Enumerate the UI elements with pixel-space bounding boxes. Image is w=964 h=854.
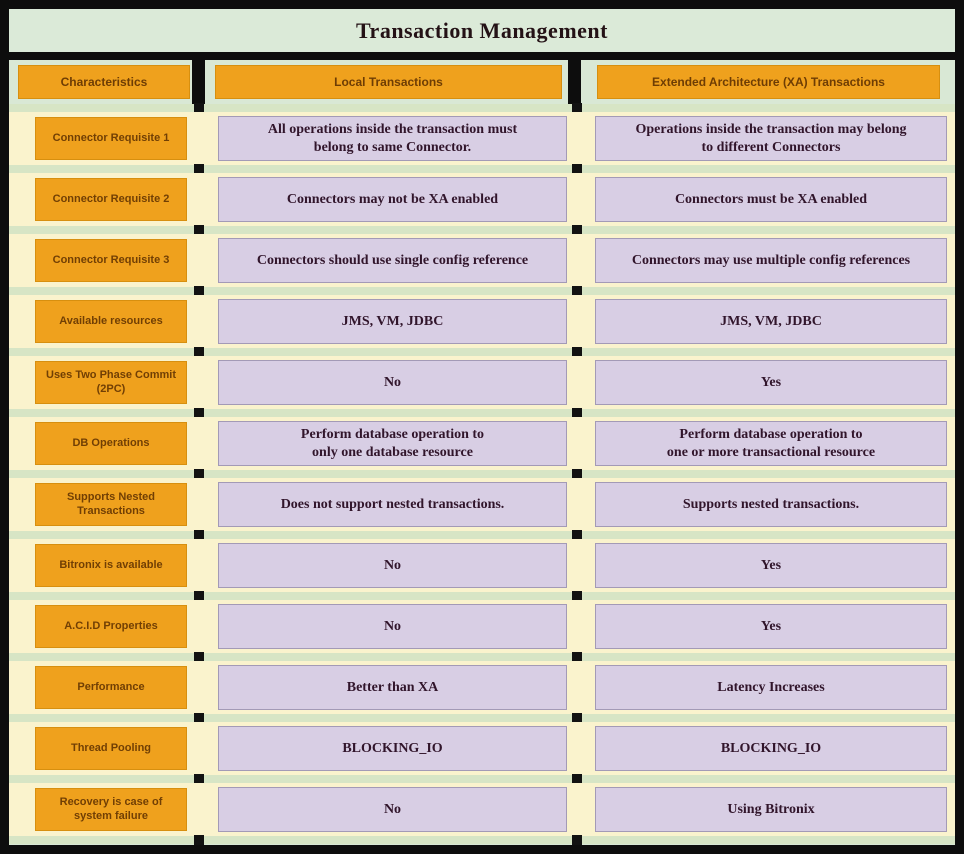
xa-cell: Connectors may use multiple config refer… xyxy=(595,238,947,283)
connector-dot-icon xyxy=(572,835,582,845)
connector-dot-icon xyxy=(572,225,582,235)
xa-cell: BLOCKING_IO xyxy=(595,726,947,771)
row-separator xyxy=(9,530,955,540)
table-row: Connector Requisite 1 All operations ins… xyxy=(9,112,955,165)
connector-dot-icon xyxy=(194,225,204,235)
row-separator xyxy=(9,286,955,296)
table-row: Connector Requisite 3 Connectors should … xyxy=(9,234,955,287)
connector-dot-icon xyxy=(572,713,582,723)
xa-cell: Operations inside the transaction may be… xyxy=(595,116,947,161)
connector-dot-icon xyxy=(194,652,204,662)
xa-cell: Perform database operation to one or mor… xyxy=(595,421,947,466)
table-row: A.C.I.D Properties No Yes xyxy=(9,600,955,653)
xa-cell: Using Bitronix xyxy=(595,787,947,832)
page-title: Transaction Management xyxy=(356,17,608,43)
header-row: Characteristics Local Transactions Exten… xyxy=(9,60,955,104)
local-cell: Connectors should use single config refe… xyxy=(218,238,567,283)
connector-dot-icon xyxy=(572,591,582,601)
connector-dot-icon xyxy=(572,286,582,296)
characteristic-label: A.C.I.D Properties xyxy=(35,605,187,648)
table-row: Available resources JMS, VM, JDBC JMS, V… xyxy=(9,295,955,348)
connector-dot-icon xyxy=(194,774,204,784)
characteristic-label: Available resources xyxy=(35,300,187,343)
table-row: Connector Requisite 2 Connectors may not… xyxy=(9,173,955,226)
local-cell: No xyxy=(218,543,567,588)
characteristic-label: Connector Requisite 1 xyxy=(35,117,187,160)
connector-dot-icon xyxy=(194,164,204,174)
connector-dot-icon xyxy=(194,530,204,540)
row-separator xyxy=(9,835,955,845)
connector-dot-icon xyxy=(194,103,204,113)
xa-cell: Yes xyxy=(595,360,947,405)
local-cell: JMS, VM, JDBC xyxy=(218,299,567,344)
column-header-xa-transactions: Extended Architecture (XA) Transactions xyxy=(597,65,940,99)
row-separator xyxy=(9,408,955,418)
column-header-characteristics: Characteristics xyxy=(18,65,190,99)
characteristic-label: Supports Nested Transactions xyxy=(35,483,187,526)
connector-dot-icon xyxy=(572,164,582,174)
local-cell: Connectors may not be XA enabled xyxy=(218,177,567,222)
xa-cell: Latency Increases xyxy=(595,665,947,710)
characteristic-label: DB Operations xyxy=(35,422,187,465)
characteristic-label: Performance xyxy=(35,666,187,709)
characteristic-label: Thread Pooling xyxy=(35,727,187,770)
local-cell: All operations inside the transaction mu… xyxy=(218,116,567,161)
xa-cell: Connectors must be XA enabled xyxy=(595,177,947,222)
xa-cell: Supports nested transactions. xyxy=(595,482,947,527)
connector-dot-icon xyxy=(572,652,582,662)
transaction-management-table: Transaction Management Characteristics L… xyxy=(9,9,955,845)
characteristic-label: Connector Requisite 2 xyxy=(35,178,187,221)
xa-cell: Yes xyxy=(595,543,947,588)
connector-dot-icon xyxy=(572,774,582,784)
row-separator xyxy=(9,591,955,601)
column-divider xyxy=(192,60,205,104)
xa-cell: Yes xyxy=(595,604,947,649)
connector-dot-icon xyxy=(194,347,204,357)
connector-dot-icon xyxy=(194,713,204,723)
row-separator xyxy=(9,469,955,479)
connector-dot-icon xyxy=(194,591,204,601)
row-separator xyxy=(9,103,955,113)
characteristic-label: Bitronix is available xyxy=(35,544,187,587)
local-cell: BLOCKING_IO xyxy=(218,726,567,771)
table-row: Performance Better than XA Latency Incre… xyxy=(9,661,955,714)
local-cell: Better than XA xyxy=(218,665,567,710)
connector-dot-icon xyxy=(194,408,204,418)
connector-dot-icon xyxy=(194,286,204,296)
row-separator xyxy=(9,652,955,662)
title-divider xyxy=(9,52,955,60)
connector-dot-icon xyxy=(572,103,582,113)
table-row: Supports Nested Transactions Does not su… xyxy=(9,478,955,531)
row-separator xyxy=(9,347,955,357)
column-divider xyxy=(568,60,581,104)
table-row: DB Operations Perform database operation… xyxy=(9,417,955,470)
row-separator xyxy=(9,774,955,784)
connector-dot-icon xyxy=(194,469,204,479)
row-separator xyxy=(9,713,955,723)
xa-cell: JMS, VM, JDBC xyxy=(595,299,947,344)
table-row: Thread Pooling BLOCKING_IO BLOCKING_IO xyxy=(9,722,955,775)
table-row: Bitronix is available No Yes xyxy=(9,539,955,592)
column-header-local-transactions: Local Transactions xyxy=(215,65,562,99)
title-bar: Transaction Management xyxy=(9,9,955,52)
table-row: Recovery is case of system failure No Us… xyxy=(9,783,955,836)
table-row: Uses Two Phase Commit (2PC) No Yes xyxy=(9,356,955,409)
local-cell: Perform database operation to only one d… xyxy=(218,421,567,466)
row-separator xyxy=(9,225,955,235)
local-cell: No xyxy=(218,787,567,832)
connector-dot-icon xyxy=(572,347,582,357)
connector-dot-icon xyxy=(572,408,582,418)
connector-dot-icon xyxy=(572,469,582,479)
local-cell: No xyxy=(218,360,567,405)
characteristic-label: Connector Requisite 3 xyxy=(35,239,187,282)
connector-dot-icon xyxy=(194,835,204,845)
characteristic-label: Recovery is case of system failure xyxy=(35,788,187,831)
local-cell: Does not support nested transactions. xyxy=(218,482,567,527)
row-separator xyxy=(9,164,955,174)
local-cell: No xyxy=(218,604,567,649)
characteristic-label: Uses Two Phase Commit (2PC) xyxy=(35,361,187,404)
connector-dot-icon xyxy=(572,530,582,540)
